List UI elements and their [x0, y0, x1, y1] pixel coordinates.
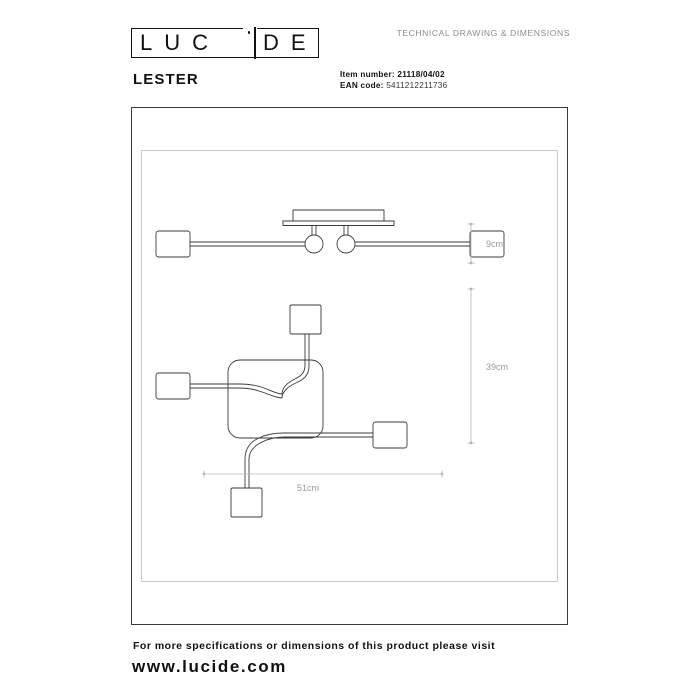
footer-website[interactable]: www.lucide.com	[132, 657, 287, 676]
dimension-label-9cm: 9cm	[486, 239, 503, 249]
item-number-label: Item number:	[340, 70, 395, 79]
page-header: LUC DE TECHNICAL DRAWING & DIMENSIONS LE…	[0, 0, 700, 100]
header-subtitle: TECHNICAL DRAWING & DIMENSIONS	[396, 28, 570, 38]
footer-text: For more specifications or dimensions of…	[133, 640, 496, 652]
lucide-logo-text-left: LUC	[140, 30, 221, 55]
page-title: LESTER	[133, 71, 199, 88]
dimension-annotations	[203, 223, 475, 478]
lucide-logo-frame	[131, 28, 319, 58]
logo-divider-bar	[254, 27, 256, 59]
ean-code-value: 5411212211736	[386, 81, 448, 90]
item-number-row: Item number: 21118/04/02	[340, 69, 447, 80]
side-elevation-view	[155, 209, 505, 258]
product-meta: Item number: 21118/04/02 EAN code: 54112…	[340, 69, 447, 91]
dimension-label-39cm: 39cm	[486, 362, 508, 372]
ean-code-label: EAN code	[340, 81, 381, 90]
lucide-logo-text-right: DE	[263, 30, 318, 55]
logo-i-dot-icon	[247, 31, 251, 34]
logo-notch-gap	[243, 26, 257, 30]
plan-view	[155, 304, 408, 518]
technical-drawing: 9cm 39cm 51cm	[155, 209, 508, 518]
item-number-value: 21118/04/02	[397, 70, 445, 79]
ean-code-row: EAN code: 5411212211736	[340, 80, 447, 91]
dimension-arrow-dots	[202, 222, 473, 476]
dimension-label-51cm: 51cm	[297, 483, 319, 493]
ean-code-separator: :	[380, 81, 384, 90]
